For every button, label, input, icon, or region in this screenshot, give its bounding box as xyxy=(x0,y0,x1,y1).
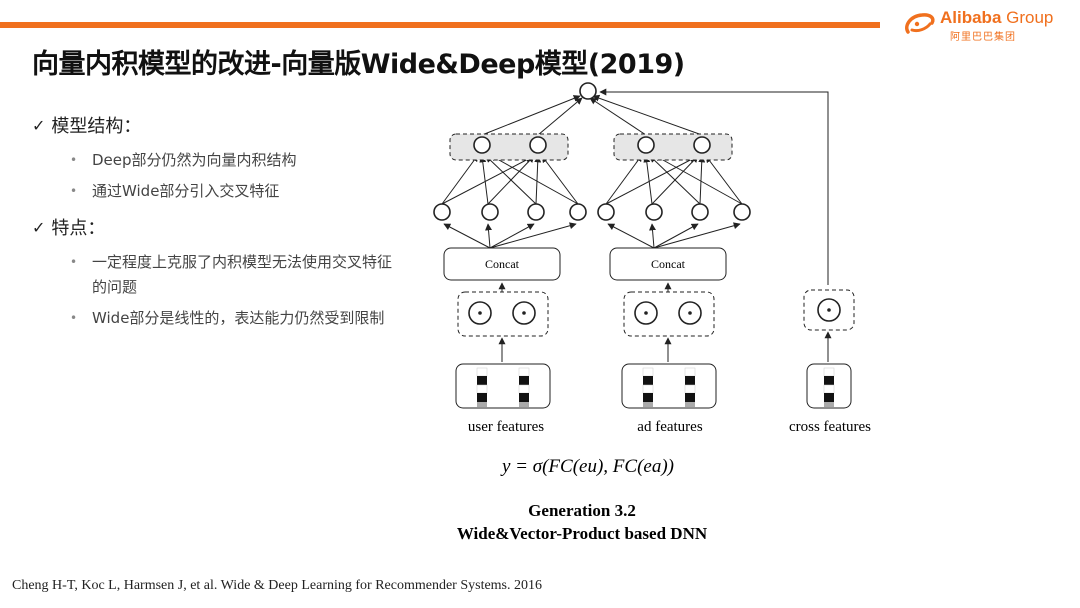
output-node xyxy=(579,82,597,100)
model-diagram: Concat Concat xyxy=(433,82,871,543)
structure-items: •Deep部分仍然为向量内积结构 •通过Wide部分引入交叉特征 xyxy=(32,148,402,204)
ad-concat-box xyxy=(609,247,727,281)
bullet-dot-icon: • xyxy=(70,311,78,325)
user-features-box xyxy=(455,363,551,409)
bullet-dot-icon: • xyxy=(70,184,78,198)
model-formula: y = σ(FC(eu), FC(ea)) xyxy=(500,456,674,477)
slide-title: 向量内积模型的改进-向量版Wide&Deep模型(2019) xyxy=(32,49,685,80)
section-heading-structure: ✓ 模型结构： xyxy=(32,115,142,138)
list-item: •Deep部分仍然为向量内积结构 xyxy=(70,148,402,173)
caption-subtitle: Wide&Vector-Product based DNN xyxy=(457,524,708,543)
bullet-list: ✓ 模型结构： •Deep部分仍然为向量内积结构 •通过Wide部分引入交叉特征… xyxy=(32,112,402,341)
ad-features-label: ad features xyxy=(637,419,703,435)
user-concat-label: Concat xyxy=(485,257,520,271)
list-item: •通过Wide部分引入交叉特征 xyxy=(70,179,402,204)
bullet-dot-icon: • xyxy=(70,153,78,167)
neuron-nodes xyxy=(433,136,751,221)
section-heading-features: ✓ 特点： xyxy=(32,217,106,240)
check-icon: ✓ xyxy=(32,115,46,135)
list-item: •一定程度上克服了内积模型无法使用交叉特征的问题 xyxy=(70,250,402,300)
user-concat-box xyxy=(443,247,561,281)
list-item: •Wide部分是线性的，表达能力仍然受到限制 xyxy=(70,306,402,331)
alibaba-mark-icon xyxy=(905,13,935,34)
caption-title: Generation 3.2 xyxy=(528,501,636,520)
bullet-dot-icon: • xyxy=(70,255,78,269)
top-accent-bar xyxy=(0,22,880,28)
ad-concat-label: Concat xyxy=(651,257,686,271)
logo-wordmark: Alibaba Group xyxy=(940,8,1054,27)
one-hot-bars xyxy=(476,367,835,407)
diagram-arrows xyxy=(441,88,832,362)
ad-top-layer-box xyxy=(613,133,733,161)
user-features-label: user features xyxy=(468,419,544,435)
cross-features-label: cross features xyxy=(789,419,871,435)
alibaba-logo: Alibaba Group 阿里巴巴集团 xyxy=(902,8,1072,43)
ad-features-box xyxy=(621,363,717,409)
feature-items: •一定程度上克服了内积模型无法使用交叉特征的问题 •Wide部分是线性的，表达能… xyxy=(32,250,402,331)
citation: Cheng H-T, Koc L, Harmsen J, et al. Wide… xyxy=(12,578,543,593)
check-icon: ✓ xyxy=(32,217,46,237)
user-top-layer-box xyxy=(449,133,569,161)
logo-chinese: 阿里巴巴集团 xyxy=(950,32,1016,43)
dot-product-icons xyxy=(478,308,831,315)
